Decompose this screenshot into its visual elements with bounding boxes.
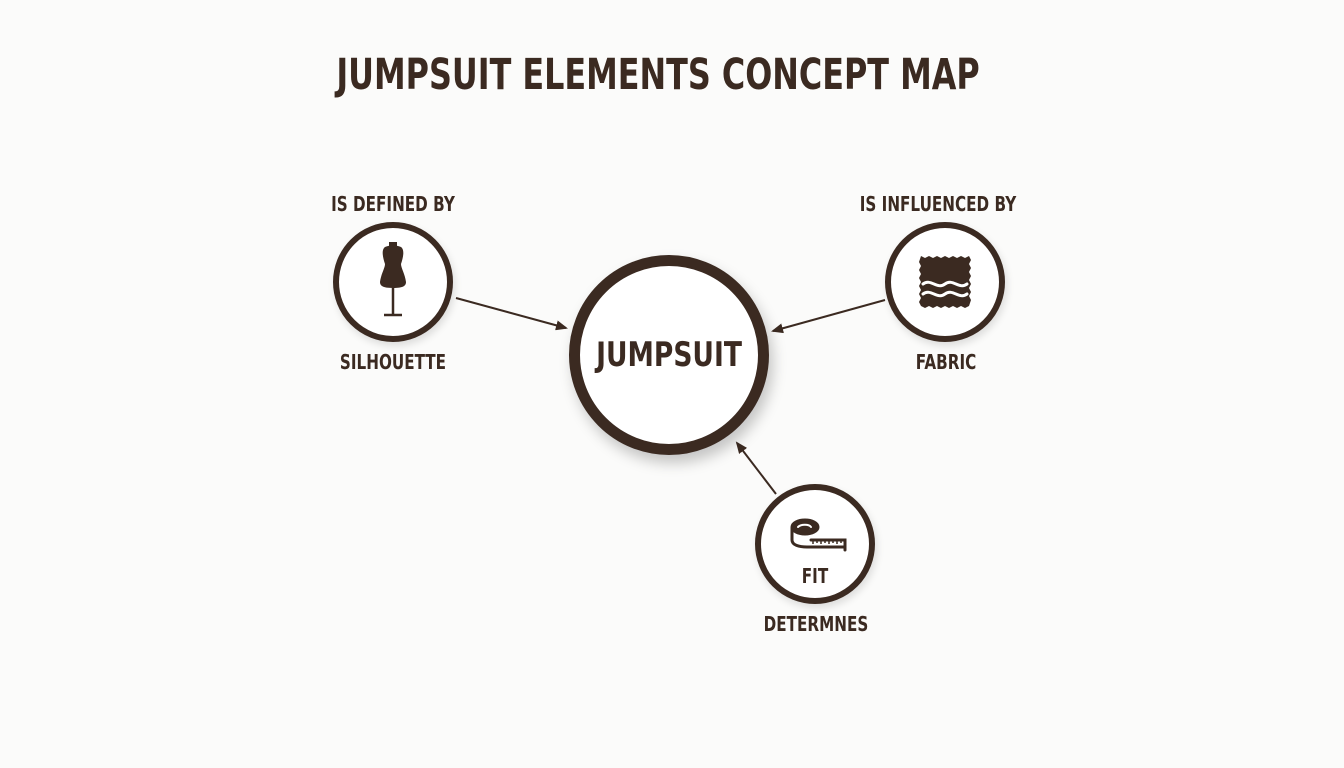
node-label-silhouette: SILHOUETTE	[339, 350, 447, 374]
edge-silhouette-to-jumpsuit	[455, 297, 568, 331]
node-silhouette[interactable]	[333, 222, 453, 342]
edge-fit-to-jumpsuit	[735, 441, 777, 495]
diagram-title: JUMPSUIT ELEMENTS CONCEPT MAP	[336, 50, 980, 100]
node-fit[interactable]: FIT	[755, 484, 875, 604]
relation-label-fabric: IS INFLUENCED BY	[859, 192, 1017, 216]
edge-fabric-to-jumpsuit	[771, 299, 886, 334]
node-label-jumpsuit: JUMPSUIT	[596, 335, 742, 375]
node-fabric[interactable]	[885, 222, 1005, 342]
dress-form-icon	[380, 242, 406, 317]
node-label-fabric: FABRIC	[915, 350, 977, 374]
node-label-fit: FIT	[801, 564, 829, 588]
relation-label-fit: DETERMNES	[763, 612, 869, 636]
relation-label-silhouette: IS DEFINED BY	[331, 192, 455, 216]
fabric-swatch-icon	[919, 256, 971, 308]
measuring-tape-icon	[790, 518, 847, 552]
node-jumpsuit[interactable]: JUMPSUIT	[569, 255, 769, 455]
